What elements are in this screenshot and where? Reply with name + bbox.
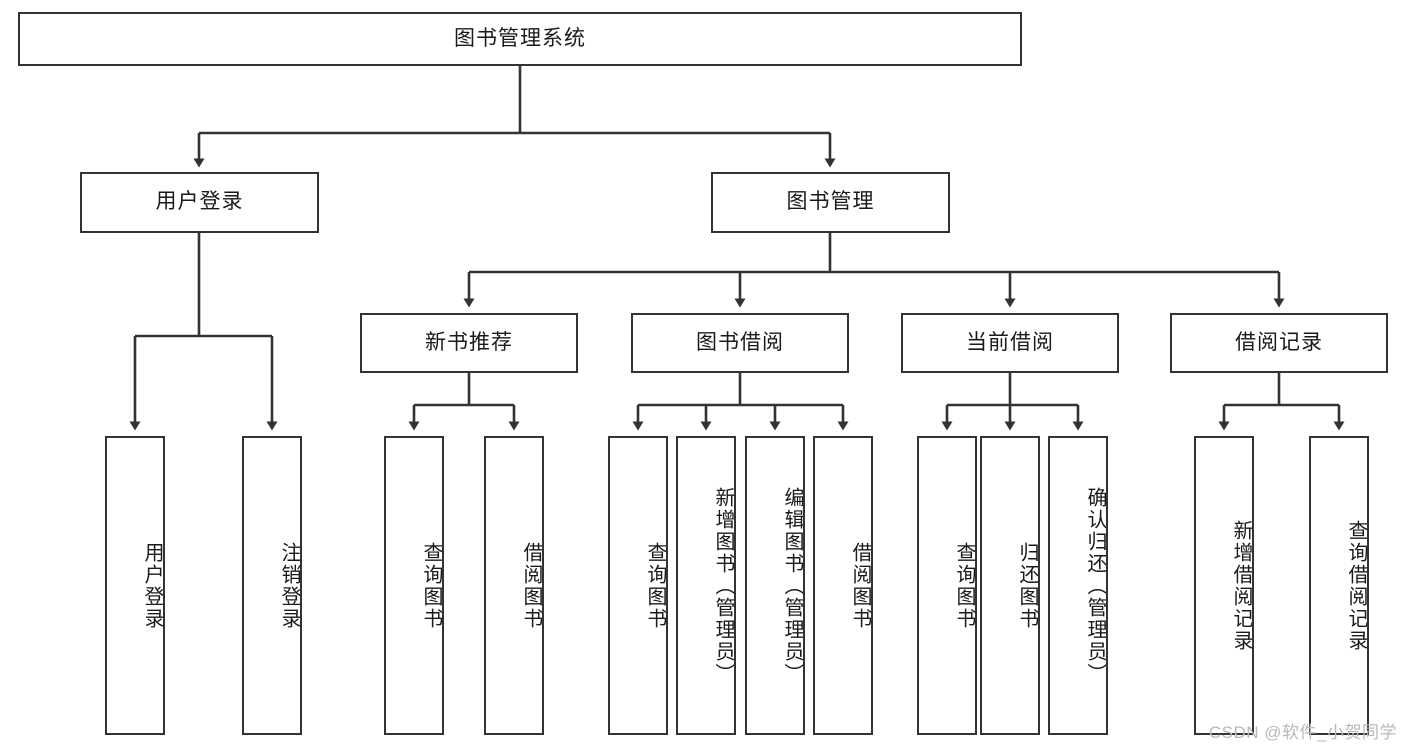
node-current-borrow-label: 当前借阅 xyxy=(966,330,1054,354)
leaf-borrow-add-book-label: 新增图书（管理员） xyxy=(712,486,734,685)
node-borrow-record-label: 借阅记录 xyxy=(1235,330,1323,354)
node-root[interactable]: 图书管理系统 xyxy=(18,12,1022,66)
leaf-record-query-label: 查询借阅记录 xyxy=(1345,519,1367,652)
node-book-manage-label: 图书管理 xyxy=(786,190,875,214)
leaf-current-return-book[interactable]: 归还图书 xyxy=(980,436,1040,735)
leaf-current-confirm-return-label: 确认归还（管理员） xyxy=(1084,486,1106,685)
leaf-borrow-edit-book[interactable]: 编辑图书（管理员） xyxy=(745,436,805,735)
leaf-borrow-query-book[interactable]: 查询图书 xyxy=(608,436,668,735)
node-current-borrow[interactable]: 当前借阅 xyxy=(901,313,1119,373)
node-book-borrow[interactable]: 图书借阅 xyxy=(631,313,849,373)
node-root-label: 图书管理系统 xyxy=(454,26,586,50)
node-book-manage[interactable]: 图书管理 xyxy=(711,172,950,233)
leaf-new-book-borrow[interactable]: 借阅图书 xyxy=(484,436,544,735)
leaf-borrow-borrow-book[interactable]: 借阅图书 xyxy=(813,436,873,735)
leaf-record-add-label: 新增借阅记录 xyxy=(1230,519,1252,652)
leaf-borrow-add-book[interactable]: 新增图书（管理员） xyxy=(676,436,736,735)
leaf-current-query-book-label: 查询图书 xyxy=(953,541,975,630)
leaf-borrow-query-book-label: 查询图书 xyxy=(644,541,666,630)
leaf-new-book-query[interactable]: 查询图书 xyxy=(384,436,444,735)
leaf-current-confirm-return[interactable]: 确认归还（管理员） xyxy=(1048,436,1108,735)
leaf-current-query-book[interactable]: 查询图书 xyxy=(917,436,977,735)
leaf-current-return-book-label: 归还图书 xyxy=(1016,541,1038,630)
leaf-borrow-borrow-book-label: 借阅图书 xyxy=(849,541,871,630)
node-user-login-label: 用户登录 xyxy=(155,190,244,214)
leaf-new-book-borrow-label: 借阅图书 xyxy=(520,541,542,630)
leaf-user-login-logout[interactable]: 注销登录 xyxy=(242,436,302,735)
node-new-book-recommend[interactable]: 新书推荐 xyxy=(360,313,578,373)
leaf-borrow-edit-book-label: 编辑图书（管理员） xyxy=(781,486,803,685)
watermark-text: CSDN @软件_小贺同学 xyxy=(1208,723,1397,742)
leaf-user-login-login-label: 用户登录 xyxy=(141,541,163,630)
leaf-new-book-query-label: 查询图书 xyxy=(420,541,442,630)
node-book-borrow-label: 图书借阅 xyxy=(696,330,784,354)
leaf-record-query[interactable]: 查询借阅记录 xyxy=(1309,436,1369,735)
leaf-record-add[interactable]: 新增借阅记录 xyxy=(1194,436,1254,735)
leaf-user-login-login[interactable]: 用户登录 xyxy=(105,436,165,735)
node-borrow-record[interactable]: 借阅记录 xyxy=(1170,313,1388,373)
leaf-user-login-logout-label: 注销登录 xyxy=(278,541,300,630)
node-new-book-recommend-label: 新书推荐 xyxy=(425,330,513,354)
node-user-login[interactable]: 用户登录 xyxy=(80,172,319,233)
